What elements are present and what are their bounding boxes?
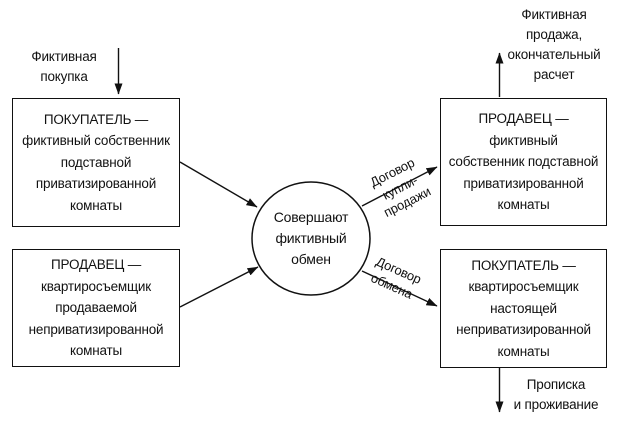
arrow-seller-left-to-circle xyxy=(179,266,259,308)
node-label: ПОКУПАТЕЛЬ — фиктивный собственник подст… xyxy=(22,111,170,213)
label-registration-residence: Прописка и проживание xyxy=(513,377,599,412)
label-fictitious-sale-final-settlement: Фиктивная продажа, окончательный расчет xyxy=(507,7,601,82)
node-label: ПРОДАВЕЦ — фиктивный собственник подстав… xyxy=(448,111,599,213)
node-seller-fake-owner: ПРОДАВЕЦ — фиктивный собственник подстав… xyxy=(440,98,607,226)
arrow-circle-to-seller-right xyxy=(361,166,438,207)
label-fictitious-purchase: Фиктивная покупка xyxy=(31,49,97,84)
node-label: Совершают фиктивный обмен xyxy=(273,209,349,267)
arrow-circle-to-buyer-right xyxy=(361,270,438,307)
node-label: ПРОДАВЕЦ — квартиросъемщик продаваемой н… xyxy=(28,257,164,359)
node-seller-tenant: ПРОДАВЕЦ — квартиросъемщик продаваемой н… xyxy=(12,249,180,367)
arrow-buyer-left-to-circle xyxy=(179,161,258,208)
node-buyer-tenant: ПОКУПАТЕЛЬ — квартиросъемщик настоящей н… xyxy=(440,249,607,368)
node-label: ПОКУПАТЕЛЬ — квартиросъемщик настоящей н… xyxy=(456,257,591,359)
exchange-circle-outline xyxy=(251,181,371,296)
node-buyer-fake-owner: ПОКУПАТЕЛЬ — фиктивный собственник подст… xyxy=(12,98,180,227)
node-fictitious-exchange: Совершают фиктивный обмен xyxy=(253,182,369,295)
